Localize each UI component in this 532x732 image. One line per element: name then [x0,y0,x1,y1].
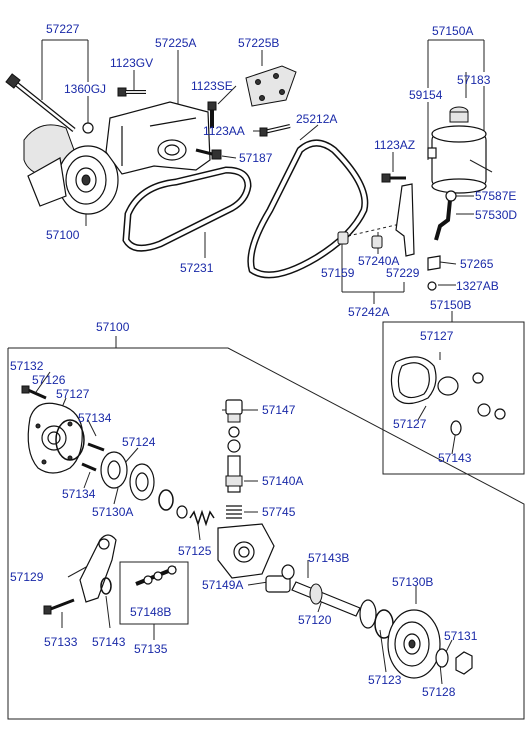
label-57127-box-top: 57127 [420,329,454,343]
label-57587E: 57587E [475,189,516,203]
label-57134-b: 57134 [62,487,96,501]
label-57240A: 57240A [358,254,399,268]
label-57133: 57133 [44,635,78,649]
leader-lines [7,39,525,720]
label-57132: 57132 [10,359,44,373]
label-57129: 57129 [10,570,44,584]
label-57130B: 57130B [392,575,433,589]
grommet-57159 [337,231,349,245]
label-59154: 59154 [409,88,443,102]
reservoir-seal-kit [390,356,506,436]
label-57183: 57183 [457,73,491,87]
bolt-1123AZ [381,173,406,183]
label-57150B: 57150B [430,298,471,312]
grommet-57240A [371,235,383,249]
label-57265: 57265 [460,257,494,271]
pump-57100 [23,124,119,215]
label-57100-top: 57100 [46,228,80,242]
label-57140A: 57140A [262,474,303,488]
label-1123GV: 1123GV [110,56,153,70]
label-57143-lower: 57143 [92,635,126,649]
label-57124: 57124 [122,435,156,449]
pump-exploded [21,385,473,679]
bracket-57229 [395,183,415,257]
label-57135: 57135 [134,642,168,656]
label-25212A: 25212A [296,112,337,126]
bolt-1123SE [207,101,217,128]
belt-25212A [247,139,369,279]
label-1123AA: 1123AA [203,124,245,138]
bolt-57187 [195,148,222,160]
label-57242A: 57242A [348,305,389,319]
label-57147: 57147 [262,403,296,417]
label-1123AZ: 1123AZ [374,138,415,152]
label-57225A: 57225A [155,36,196,50]
label-57227: 57227 [46,22,80,36]
hose-57530D [434,199,452,241]
label-57187: 57187 [239,151,273,165]
bolt-1123GV [117,87,146,97]
nut-1360GJ [82,122,94,134]
reservoir-57150A [431,106,493,194]
label-57127-box: 57127 [393,417,427,431]
label-1327AB: 1327AB [456,279,499,293]
label-57143-box: 57143 [438,451,472,465]
label-1123SE: 1123SE [191,79,233,93]
label-57143B: 57143B [308,551,349,565]
label-57745: 57745 [262,505,296,519]
label-1360GJ: 1360GJ [64,82,106,96]
label-57123: 57123 [368,673,402,687]
label-57231: 57231 [180,261,214,275]
label-57126: 57126 [32,373,66,387]
plate-57225B [245,65,297,107]
label-57159: 57159 [321,266,355,280]
label-57125: 57125 [178,544,212,558]
clamp-57587E [445,190,457,202]
label-57149A: 57149A [202,578,243,592]
label-57134-a: 57134 [78,411,112,425]
label-57530D: 57530D [475,208,517,222]
upper-assembly [5,65,493,291]
label-57131: 57131 [444,629,478,643]
bracket-57225A [105,101,211,175]
nut-1327AB [427,281,437,291]
belt-57231 [122,166,252,252]
clip-57265 [427,255,441,271]
label-57130A: 57130A [92,505,133,519]
label-57127-a: 57127 [56,387,90,401]
label-57128: 57128 [422,685,456,699]
part-labels: 57227 57225A 57225B 57150A 1123GV 1360GJ… [10,22,517,699]
bolt-1123AA [259,124,291,137]
label-57150A: 57150A [432,24,473,38]
label-57148B: 57148B [130,605,171,619]
label-57225B: 57225B [238,36,279,50]
bolt-57227 [5,73,76,132]
label-57100-main: 57100 [96,320,130,334]
label-57120: 57120 [298,613,332,627]
label-57229: 57229 [386,266,420,280]
